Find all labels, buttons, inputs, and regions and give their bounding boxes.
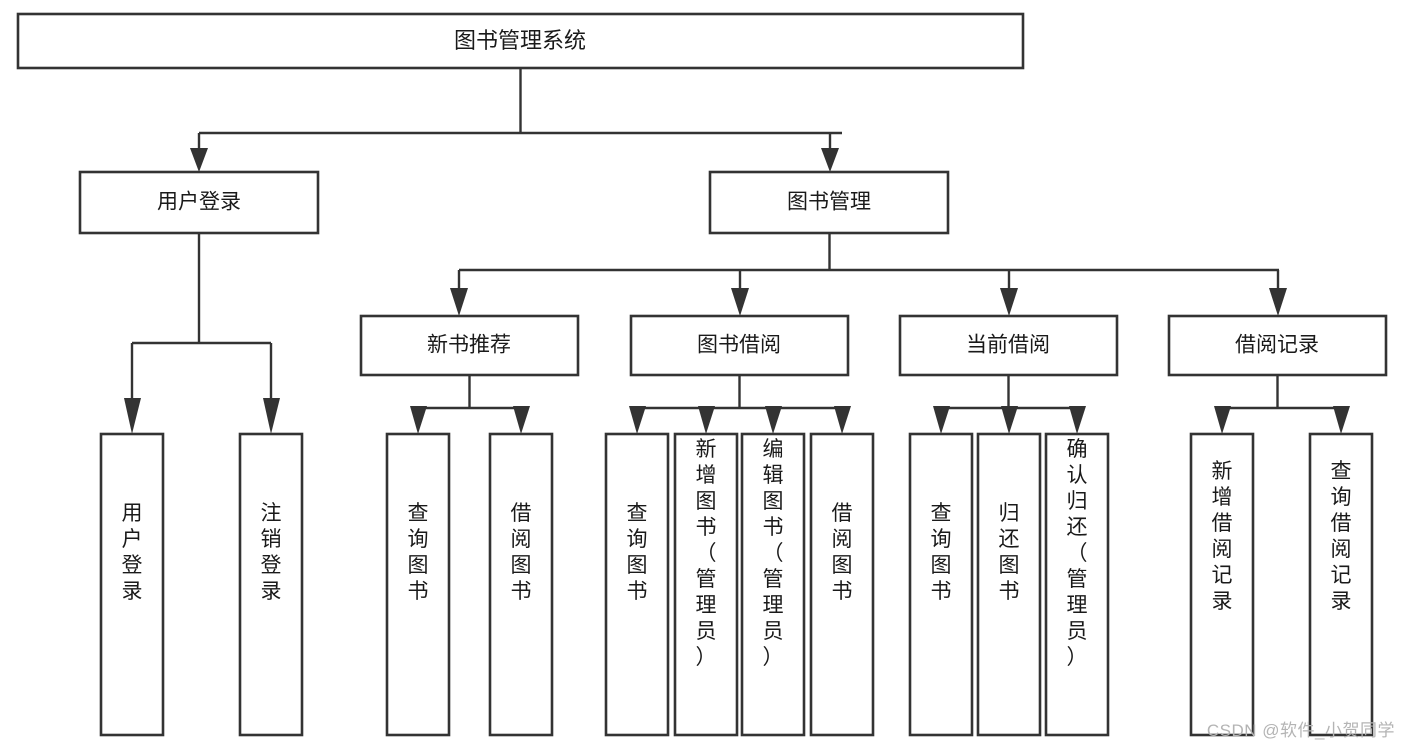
leaf-query-book-3-label: 查询图书 (931, 502, 952, 603)
leaf-add-record-label: 新增借阅记录 (1212, 460, 1233, 613)
arrow-cb-to-leaf3 (1069, 406, 1086, 434)
leaf-query-record-box[interactable] (1308, 432, 1374, 737)
arrow-bb-to-leaf3 (765, 406, 782, 434)
leaf-return-book-box[interactable] (976, 432, 1042, 737)
leaf-add-book[interactable]: 新增图书（管理员） (673, 432, 739, 737)
leaf-user-login-box[interactable] (99, 432, 165, 737)
leaf-add-book-label: 新增图书（管理员） (696, 438, 717, 669)
leaf-edit-book[interactable]: 编辑图书（管理员） (740, 432, 806, 737)
arrow-root-to-book-manage (821, 148, 839, 172)
arrow-bm-to-book-borrow (731, 288, 749, 316)
leaf-query-book-3-box[interactable] (908, 432, 974, 737)
arrow-bm-to-new-book (450, 288, 468, 316)
leaf-user-logout[interactable]: 注销登录 (238, 432, 304, 737)
node-root-box[interactable] (16, 12, 1025, 70)
node-new-book-recommend-label: 新书推荐 (427, 334, 511, 357)
arrow-bm-to-borrow-record (1269, 288, 1287, 316)
leaf-query-book-2-box[interactable] (604, 432, 670, 737)
arrow-ul-to-leaf2 (263, 398, 280, 434)
leaf-borrow-book-2-label: 借阅图书 (832, 502, 853, 603)
node-current-borrow-label: 当前借阅 (966, 334, 1050, 357)
leaf-user-login[interactable]: 用户登录 (99, 432, 165, 737)
leaf-query-book-1-box[interactable] (385, 432, 451, 737)
arrow-br-to-leaf1 (1214, 406, 1231, 434)
connector-group-borrow-record (1214, 375, 1350, 434)
node-new-book-recommend[interactable]: 新书推荐 (359, 314, 580, 377)
connector-group-root (190, 68, 842, 172)
node-book-borrow-label: 图书借阅 (697, 334, 781, 357)
leaf-query-book-2[interactable]: 查询图书 (604, 432, 670, 737)
node-book-borrow-box[interactable] (629, 314, 850, 377)
node-borrow-record-label: 借阅记录 (1235, 334, 1319, 357)
leaf-borrow-book-1-box[interactable] (488, 432, 554, 737)
arrow-root-to-user-login (190, 148, 208, 172)
leaf-user-logout-label: 注销登录 (261, 502, 282, 603)
leaf-borrow-book-2[interactable]: 借阅图书 (809, 432, 875, 737)
leaf-query-record[interactable]: 查询借阅记录 (1308, 432, 1374, 737)
leaf-confirm-return-label: 确认归还（管理员） (1067, 438, 1088, 669)
arrow-cb-to-leaf2 (1001, 406, 1018, 434)
leaf-return-book[interactable]: 归还图书 (976, 432, 1042, 737)
node-root-label: 图书管理系统 (454, 28, 586, 53)
arrow-br-to-leaf2 (1333, 406, 1350, 434)
node-book-manage-label: 图书管理 (787, 191, 871, 214)
connector-group-book-borrow (629, 375, 851, 434)
leaf-confirm-return[interactable]: 确认归还（管理员） (1044, 432, 1110, 737)
arrow-cb-to-leaf1 (933, 406, 950, 434)
node-new-book-recommend-box[interactable] (359, 314, 580, 377)
node-book-borrow[interactable]: 图书借阅 (629, 314, 850, 377)
leaf-borrow-book-1[interactable]: 借阅图书 (488, 432, 554, 737)
leaf-query-book-3[interactable]: 查询图书 (908, 432, 974, 737)
node-root[interactable]: 图书管理系统 (16, 12, 1025, 70)
arrow-bb-to-leaf4 (834, 406, 851, 434)
arrow-bb-to-leaf2 (698, 406, 715, 434)
leaf-query-book-1[interactable]: 查询图书 (385, 432, 451, 737)
leaf-edit-book-box[interactable] (740, 432, 806, 737)
connector-group-book-manage (450, 233, 1287, 316)
node-borrow-record[interactable]: 借阅记录 (1167, 314, 1388, 377)
leaf-query-record-label: 查询借阅记录 (1331, 460, 1352, 613)
leaf-add-record[interactable]: 新增借阅记录 (1189, 432, 1255, 737)
node-current-borrow-box[interactable] (898, 314, 1119, 377)
node-user-login-box[interactable] (78, 170, 320, 235)
leaf-edit-book-label: 编辑图书（管理员） (763, 438, 784, 669)
leaf-borrow-book-2-box[interactable] (809, 432, 875, 737)
node-book-manage[interactable]: 图书管理 (708, 170, 950, 235)
node-current-borrow[interactable]: 当前借阅 (898, 314, 1119, 377)
leaf-query-book-2-label: 查询图书 (627, 502, 648, 603)
connector-group-user-login (124, 233, 280, 434)
leaf-borrow-book-1-label: 借阅图书 (511, 502, 532, 603)
leaf-query-book-1-label: 查询图书 (408, 502, 429, 603)
arrow-bb-to-leaf1 (629, 406, 646, 434)
node-user-login-label: 用户登录 (157, 191, 241, 214)
leaf-return-book-label: 归还图书 (999, 502, 1020, 603)
node-user-login[interactable]: 用户登录 (78, 170, 320, 235)
leaf-user-logout-box[interactable] (238, 432, 304, 737)
leaf-user-login-label: 用户登录 (122, 502, 143, 603)
arrow-ul-to-leaf1 (124, 398, 141, 434)
connector-group-current-borrow (933, 375, 1086, 434)
leaf-add-record-box[interactable] (1189, 432, 1255, 737)
csdn-watermark: CSDN @软件_小贺同学 (1206, 721, 1395, 740)
arrow-bm-to-current-borrow (1000, 288, 1018, 316)
node-book-manage-box[interactable] (708, 170, 950, 235)
leaf-add-book-box[interactable] (673, 432, 739, 737)
arrow-nbr-to-leaf1 (410, 406, 427, 434)
arrow-nbr-to-leaf2 (513, 406, 530, 434)
connector-group-new-book-recommend (410, 375, 530, 434)
node-borrow-record-box[interactable] (1167, 314, 1388, 377)
leaf-confirm-return-box[interactable] (1044, 432, 1110, 737)
